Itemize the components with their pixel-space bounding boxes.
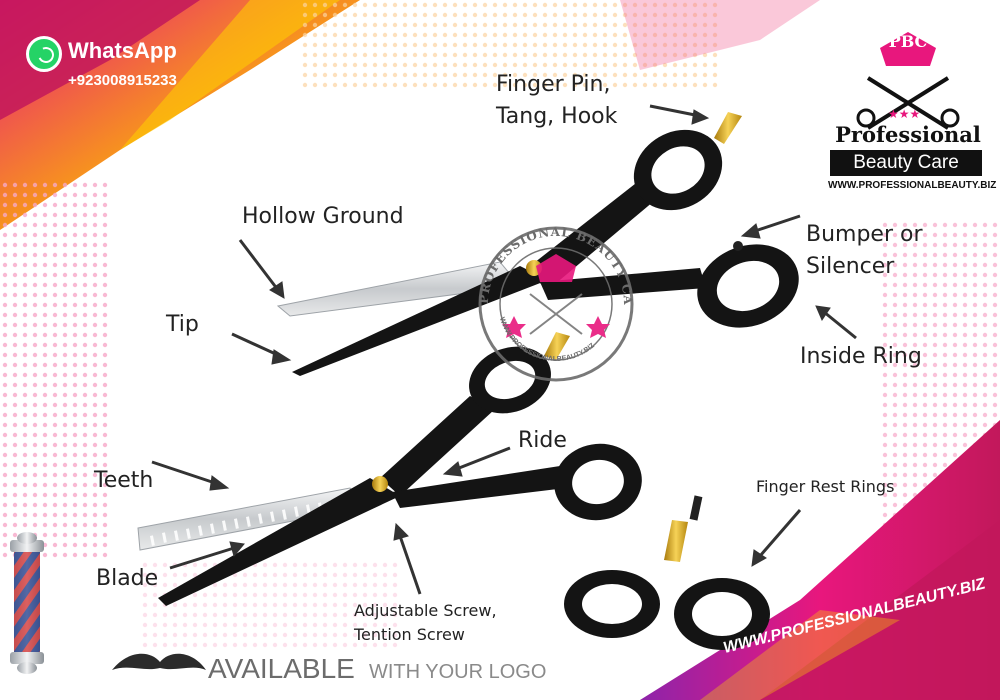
- label-blade: Blade: [96, 566, 159, 591]
- thinning-scissors: [137, 332, 642, 606]
- arrow-hollow-ground: [238, 239, 285, 299]
- label-finger-pin-2: Tang, Hook: [496, 104, 618, 129]
- arrow-tip: [231, 332, 292, 365]
- svg-text:★★★: ★★★: [888, 107, 920, 121]
- svg-text:PROFESSIONAL BEAUTY CARE: PROFESSIONAL BEAUTY CARE: [470, 218, 635, 306]
- label-adjustable-1: Adjustable Screw,: [354, 601, 497, 620]
- cutting-scissors: [276, 112, 799, 376]
- label-bumper-2: Silencer: [806, 254, 895, 279]
- label-bumper-1: Bumper or: [806, 222, 923, 247]
- arrow-inside-ring: [815, 305, 857, 340]
- whatsapp-phone[interactable]: +923008915233: [68, 72, 177, 89]
- label-finger-rest-rings: Finger Rest Rings: [756, 477, 895, 496]
- logo-tagline: Beauty Care: [830, 150, 982, 176]
- logo-name: Professional: [835, 122, 981, 147]
- logo-badge: PBC: [888, 32, 928, 51]
- whatsapp-icon: [26, 36, 62, 72]
- arrow-ride: [442, 446, 511, 477]
- available-text: AVAILABLE: [208, 653, 355, 684]
- arrow-adjustable-screw: [393, 522, 422, 595]
- brand-logo: PBC Professional Beauty Care WWW.PROFESS…: [828, 22, 997, 202]
- whatsapp-label: WhatsApp: [68, 38, 177, 63]
- label-adjustable-2: Tention Screw: [354, 625, 465, 644]
- logo-url[interactable]: WWW.PROFESSIONALBEAUTY.BIZ: [828, 180, 997, 191]
- watermark-seal: [478, 226, 634, 382]
- watermark-lettering: PROFESSIONAL BEAUTY CARE WWW.PROFESSIONA…: [470, 218, 635, 363]
- arrow-teeth: [151, 460, 230, 491]
- label-inside-ring: Inside Ring: [800, 344, 922, 369]
- with-your-logo-text: WITH YOUR LOGO: [369, 661, 547, 683]
- arrow-bumper: [740, 214, 801, 239]
- logo-emblem: ★★★: [856, 32, 960, 130]
- svg-text:WWW.PROFESSIONALBEAUTY.BIZ: WWW.PROFESSIONALBEAUTY.BIZ: [498, 316, 597, 363]
- arrow-finger-rest: [751, 509, 802, 567]
- watermark-name: PROFESSIONAL BEAUTY CARE: [470, 218, 634, 306]
- label-hollow-ground: Hollow Ground: [242, 204, 404, 229]
- watermark-url: WWW.PROFESSIONALBEAUTY.BIZ: [498, 316, 597, 363]
- label-tip: Tip: [166, 312, 199, 337]
- arrow-finger-pin: [649, 104, 710, 125]
- label-ride: Ride: [518, 428, 567, 453]
- label-finger-pin-1: Finger Pin,: [496, 72, 611, 97]
- label-teeth: Teeth: [94, 468, 154, 493]
- barber-pole: [10, 532, 44, 674]
- arrow-blade: [169, 541, 245, 570]
- whatsapp-contact[interactable]: WhatsApp +923008915233: [26, 36, 196, 96]
- finger-rest-rings: [564, 495, 770, 650]
- label-arrows: [151, 104, 857, 595]
- mustache-icon: [112, 653, 206, 670]
